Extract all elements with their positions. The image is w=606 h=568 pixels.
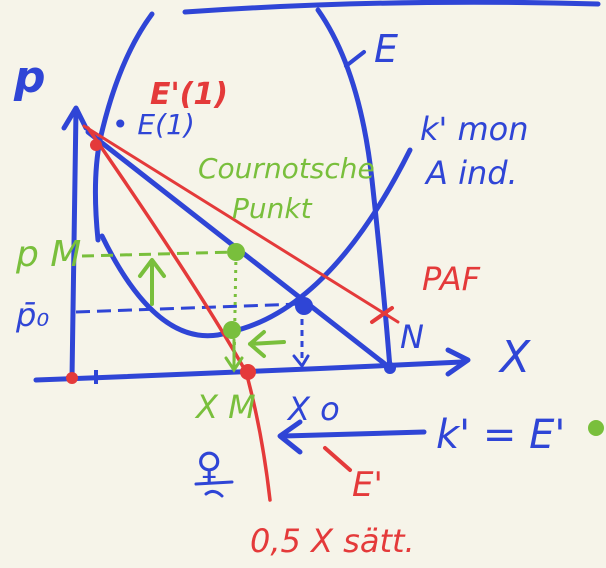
cournot-label-line1: Cournotsche (198, 152, 375, 185)
kE-arrow-head-icon (277, 419, 303, 455)
y-axis-arrow-icon (61, 105, 89, 131)
down-arrow-icon (224, 338, 244, 373)
N-point (384, 362, 396, 374)
E-curve-tick (344, 50, 366, 68)
up-arrow-icon (138, 258, 166, 306)
legend-green-dot (588, 420, 604, 436)
E-curve (315, 7, 393, 371)
left-arrow-icon (248, 330, 286, 358)
p-axis-label: p (13, 52, 46, 103)
E-prime-1-label: E'(1) (150, 77, 228, 112)
k-mon-label: k' mon (420, 110, 529, 148)
pM-label: p M (15, 234, 81, 275)
pM-dashed-line (81, 250, 237, 258)
k-eq-E-label: k' = E' (436, 412, 565, 458)
E1-point (90, 139, 102, 151)
x0-label: X o (286, 390, 340, 428)
E-prime-label-tick (323, 446, 352, 472)
kE-arrow-line (281, 429, 427, 439)
equilibrium-point (295, 297, 313, 315)
E-prime-label: E' (352, 465, 383, 505)
PAF-label: PAF (422, 260, 481, 298)
PAF-line (82, 124, 400, 324)
x0-down-arrow-icon (292, 354, 310, 369)
y-axis (69, 107, 79, 381)
note-scribble (194, 480, 234, 498)
E-1-label: • E(1) (112, 108, 195, 141)
x-axis-arrow-icon (445, 347, 471, 377)
cournot-point (227, 243, 245, 261)
xM-label: X M (194, 388, 256, 426)
p0-label: p̄₀ (15, 296, 49, 334)
N-label: N (400, 318, 424, 356)
E-label: E (374, 27, 398, 71)
half-x-sat-label: 0,5 X sätt. (250, 522, 415, 560)
xM-dotted-line (232, 253, 238, 369)
p0-dashed-line (75, 302, 301, 314)
xM-point (240, 364, 256, 380)
note-symbol: ♀ (196, 446, 222, 487)
PAF-mark (370, 306, 394, 324)
X-axis-label: X (498, 332, 531, 383)
kmon-min-point (223, 321, 241, 339)
top-frame-curve (182, 0, 601, 15)
origin-point (66, 372, 78, 384)
cournot-label-line2: Punkt (232, 192, 313, 225)
A-ind-label: A ind. (424, 154, 518, 192)
